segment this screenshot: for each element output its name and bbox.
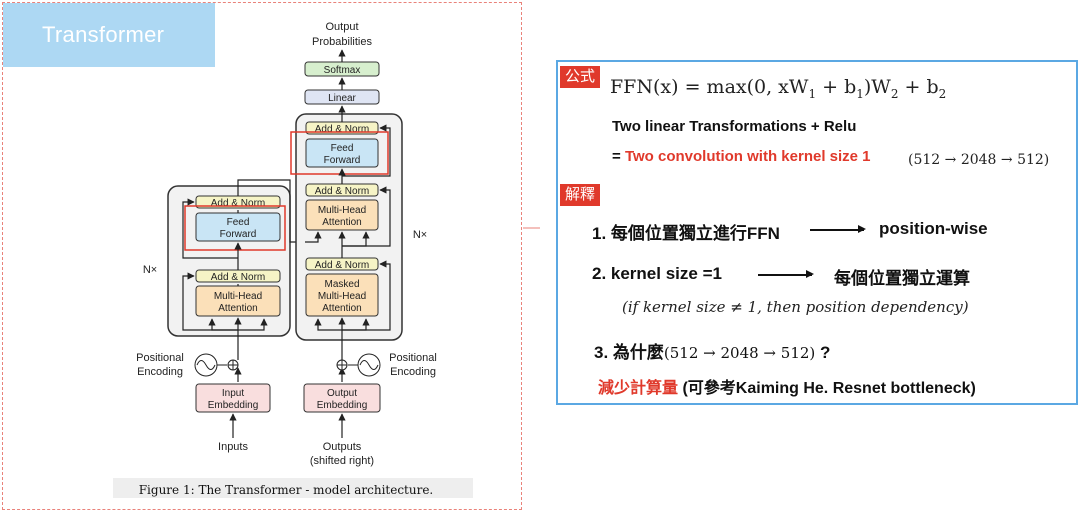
formula-sub1: 1 xyxy=(808,86,817,101)
item2-arrow xyxy=(758,271,814,277)
architecture-frame xyxy=(2,2,522,510)
caption-band xyxy=(113,478,473,498)
caption: Figure 1: The Transformer - model archit… xyxy=(139,483,434,497)
output-prob-label-1: Output xyxy=(325,21,358,33)
encoder-ff-highlight xyxy=(184,205,286,251)
formula-mid: + b xyxy=(816,76,857,98)
item1-arrow xyxy=(810,226,866,232)
decoder-pe-label-1: Positional xyxy=(389,352,437,364)
item3-suffix: ? xyxy=(815,343,831,362)
decoder-add-norm-2-label: Add & Norm xyxy=(315,186,369,197)
item1-right: position-wise xyxy=(879,219,988,238)
encoder-add-norm-top-label: Add & Norm xyxy=(211,198,265,209)
item3-dims: (512 → 2048 → 512) xyxy=(663,344,816,362)
formula-sub4: 2 xyxy=(938,86,947,101)
formula-mid2: )W xyxy=(863,76,891,98)
encoder-ff-label-1: Feed xyxy=(227,217,250,228)
decoder-ff-label-1: Feed xyxy=(331,143,354,154)
decoder-add-norm-3-label: Add & Norm xyxy=(315,260,369,271)
title: Transformer xyxy=(42,22,165,47)
item1-left: 1. 每個位置獨立進行FFN xyxy=(592,224,780,243)
transformer-diagram: Figure 1: The Transformer - model archit… xyxy=(113,21,540,498)
decoder-add-norm-1-label: Add & Norm xyxy=(315,124,369,135)
inputs-label: Inputs xyxy=(218,441,248,453)
encoder-add-norm-bottom-label: Add & Norm xyxy=(211,272,265,283)
item2-left: 2. kernel size =1 xyxy=(592,264,722,283)
encoder-att-label-2: Attention xyxy=(218,303,257,314)
ffn-formula: FFN(x) = max(0, xW1 + b1)W2 + b2 xyxy=(610,76,946,101)
answer-red: 減少計算量 xyxy=(598,380,679,397)
input-embedding-label-1: Input xyxy=(222,388,244,399)
decoder-masked-label-1: Masked xyxy=(324,279,359,290)
output-embedding-label-1: Output xyxy=(327,388,357,399)
encoder-pe-label-1: Positional xyxy=(136,352,184,364)
explain-tag: 解釋 xyxy=(560,184,601,206)
item2-right: 每個位置獨立運算 xyxy=(834,269,970,288)
decoder-att-label-1: Multi-Head xyxy=(318,205,366,216)
convolution-prefix: = xyxy=(612,148,625,165)
formula-eq: = max(0, xW xyxy=(678,76,809,98)
decoder-pe-label-2: Encoding xyxy=(390,366,436,378)
decoder-masked-label-3: Attention xyxy=(322,303,361,314)
output-prob-label-2: Probabilities xyxy=(312,36,372,48)
encoder-att-label-1: Multi-Head xyxy=(214,291,262,302)
linear-transform-line: Two linear Transformations + Relu xyxy=(612,118,857,135)
convolution-text: Two convolution with kernel size 1 xyxy=(624,148,871,165)
formula-sub2: 1 xyxy=(856,86,864,101)
linear-label: Linear xyxy=(328,93,356,104)
output-embedding-label-2: Embedding xyxy=(317,400,368,411)
dimension-text: (512 → 2048 → 512) xyxy=(908,152,1050,168)
formula-sub3: 2 xyxy=(890,86,899,101)
kernel-note: (if kernel size ≠ 1, then position depen… xyxy=(622,298,969,316)
encoder-ff-label-2: Forward xyxy=(220,229,257,240)
outputs-label: Outputs xyxy=(323,441,362,453)
decoder-ff-label-2: Forward xyxy=(324,155,361,166)
formula-lhs: FFN(x) xyxy=(610,76,679,98)
encoder-pe-label-2: Encoding xyxy=(137,366,183,378)
convolution-line: = Two convolution with kernel size 1 xyxy=(612,148,871,165)
item3: 3. 為什麼(512 → 2048 → 512) ? xyxy=(594,338,830,363)
input-embedding xyxy=(195,383,271,413)
title-box xyxy=(3,3,215,67)
answer-line: 減少計算量 (可參考Kaiming He. Resnet bottleneck) xyxy=(598,374,976,398)
outputs-shifted-label: (shifted right) xyxy=(310,455,374,467)
answer-rest: (可參考Kaiming He. Resnet bottleneck) xyxy=(678,380,976,397)
formula-tag: 公式 xyxy=(560,66,601,88)
decoder-att-label-2: Attention xyxy=(322,217,361,228)
formula-end: + b xyxy=(898,76,939,98)
output-embedding xyxy=(303,383,381,413)
decoder-masked-attention xyxy=(305,273,379,317)
input-embedding-label-2: Embedding xyxy=(208,400,259,411)
decoder-nx: N× xyxy=(413,229,427,241)
item3-prefix: 3. 為什麼 xyxy=(594,343,664,362)
softmax-label: Softmax xyxy=(324,65,361,76)
explanation-panel xyxy=(556,60,1078,405)
decoder-attention xyxy=(305,199,379,231)
encoder-nx: N× xyxy=(143,264,157,276)
decoder-feed-forward xyxy=(305,138,379,168)
decoder-masked-label-2: Multi-Head xyxy=(318,291,366,302)
